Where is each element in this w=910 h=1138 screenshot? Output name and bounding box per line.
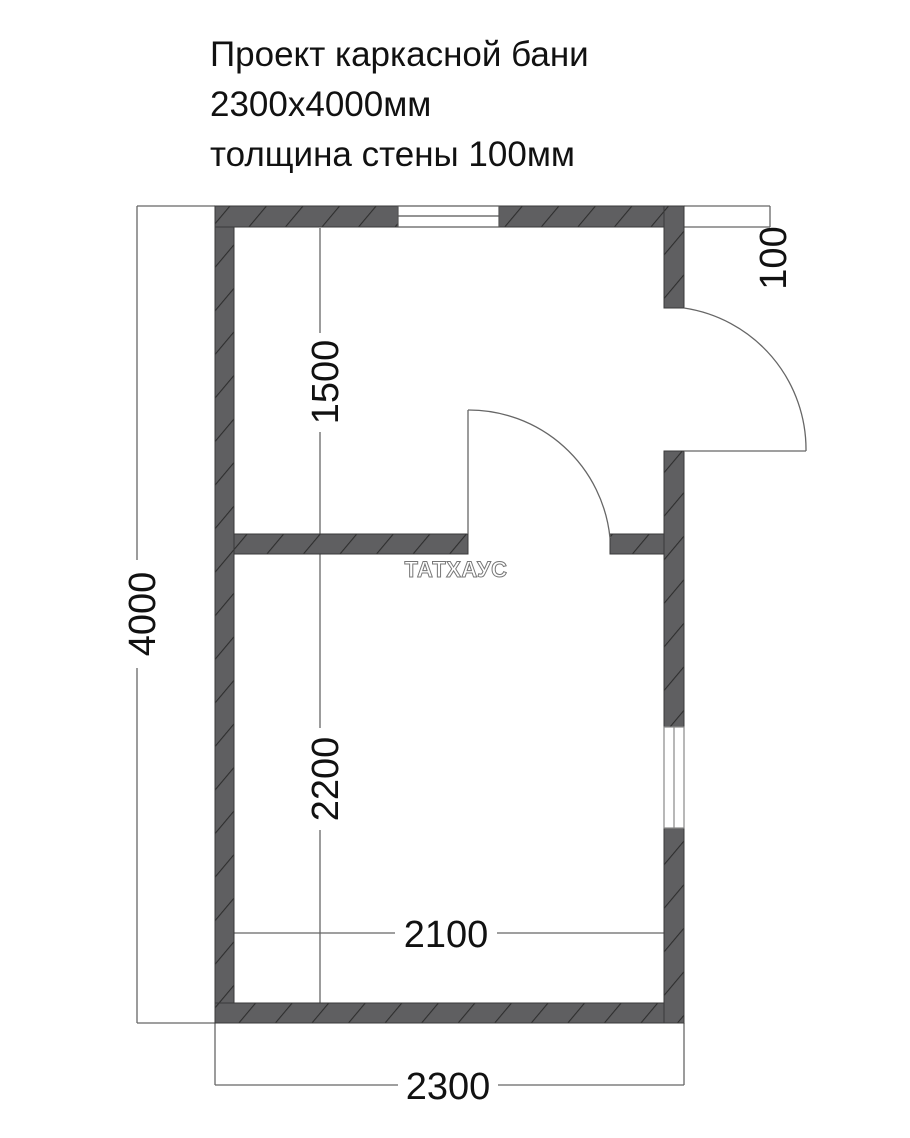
wall-right-middle xyxy=(663,450,685,728)
partition-left xyxy=(233,533,469,555)
outer-door-swing-arc xyxy=(683,307,807,452)
wall-bottom xyxy=(214,1002,685,1024)
window-right xyxy=(663,726,685,829)
dim-2100: 2100 xyxy=(404,914,489,956)
plan-title: Проект каркасной бани xyxy=(210,35,589,74)
wall-thickness-note: толщина стены 100мм xyxy=(210,135,575,174)
walls xyxy=(214,205,685,1024)
wall-right-lower xyxy=(663,827,685,1024)
partition-right xyxy=(609,533,665,555)
outer-door xyxy=(683,307,807,452)
window-top xyxy=(397,205,500,228)
wall-left xyxy=(214,205,235,1024)
watermark: ТАТХАУС xyxy=(404,557,507,582)
dimension-lines xyxy=(136,205,771,1086)
dim-4000: 4000 xyxy=(122,572,164,657)
plan-size: 2300x4000мм xyxy=(210,85,432,124)
dim-2300: 2300 xyxy=(406,1066,491,1108)
dim-100: 100 xyxy=(753,226,795,289)
inner-door-swing-arc xyxy=(467,409,611,539)
inner-door xyxy=(467,409,611,539)
title-block: Проект каркасной бани 2300x4000мм толщин… xyxy=(210,30,589,180)
dim-1500: 1500 xyxy=(305,340,347,425)
wall-right-upper xyxy=(663,205,685,309)
dim-2200: 2200 xyxy=(305,737,347,822)
wall-top-right xyxy=(498,205,685,228)
wall-top-left xyxy=(214,205,399,228)
